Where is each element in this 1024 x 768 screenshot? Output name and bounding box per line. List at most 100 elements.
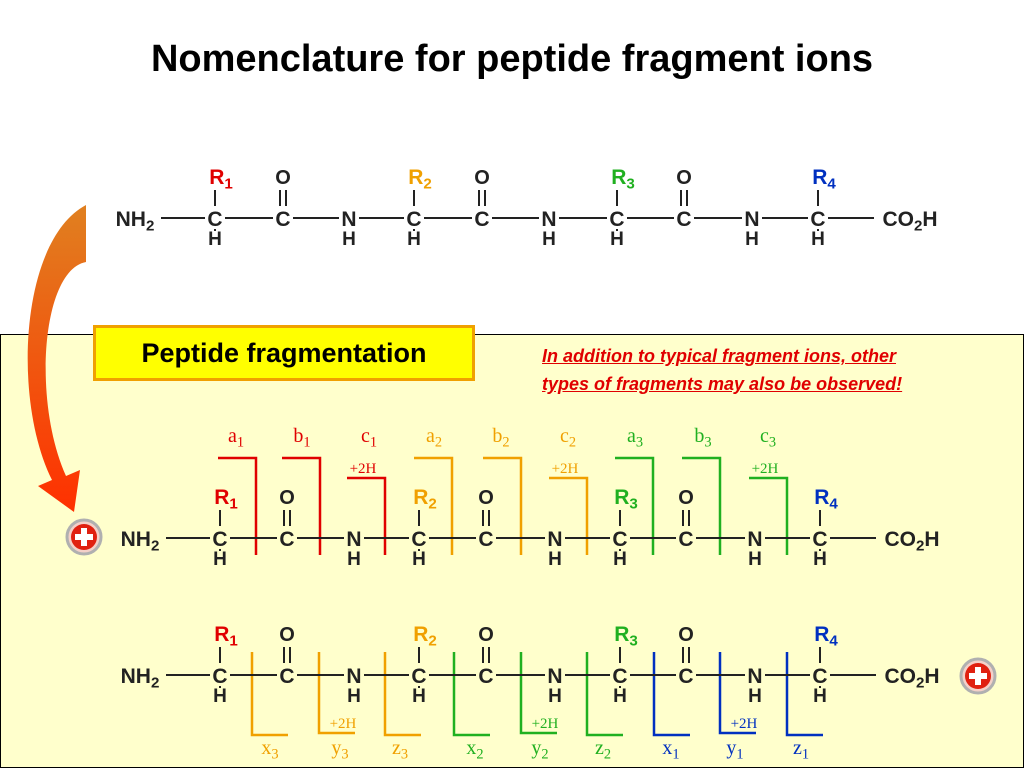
alpha-hydrogen-label: H [610,229,624,250]
carbonyl-carbon-label: C [474,208,489,231]
ion-bracket-b2 [483,456,523,555]
ion-label-b3: b3 [694,425,711,450]
amide-hydrogen-label: H [548,549,562,570]
ion-bracket-x2 [452,652,490,737]
alpha-carbon-label: C [612,665,627,688]
plus-circle-icon [65,518,103,556]
carbonyl-oxygen-label: O [478,624,494,646]
fragmentation-panel [0,334,1024,768]
ion-label-a2: a2 [426,425,442,450]
alpha-hydrogen-label: H [208,229,222,250]
note-line-1: In addition to typical fragment ions, ot… [542,346,897,366]
ion-bracket-y1 [718,652,756,735]
alpha-hydrogen-label: H [412,686,426,707]
ion-bracket-a3 [615,456,655,555]
c-terminus-label: CO2H [884,665,939,692]
alpha-hydrogen-label: H [613,686,627,707]
ion-label-x2: x2 [466,737,483,762]
side-chain-r4: R4 [812,166,836,193]
n-terminus-label: NH2 [121,665,160,692]
alpha-hydrogen-label: H [213,686,227,707]
alpha-carbon-label: C [207,208,222,231]
ion-bracket-c1 [347,476,387,555]
ion-bracket-c2 [549,476,589,555]
note-line-2: types of fragments may also be observed! [542,374,903,394]
side-chain-r2: R2 [408,166,432,193]
carbonyl-carbon-label: C [678,665,693,688]
side-chain-r3: R3 [611,166,635,193]
carbonyl-oxygen-label: O [275,167,291,189]
alpha-hydrogen-label: H [407,229,421,250]
side-chain-r4: R4 [814,623,838,650]
carbonyl-oxygen-label: O [279,624,295,646]
alpha-carbon-label: C [812,665,827,688]
ion-bracket-a2 [414,456,454,555]
curved-arrow [27,205,997,695]
ion-label-x3: x3 [261,737,278,762]
carbonyl-oxygen-label: O [474,167,490,189]
alpha-carbon-label: C [810,208,825,231]
n-terminus-label: NH2 [116,208,155,235]
ion-bracket-z1 [785,652,823,737]
ion-label-y3: y3 [331,737,348,762]
carbonyl-carbon-label: C [478,528,493,551]
ion-label-z1: z1 [793,737,809,762]
amide-nitrogen-label: N [346,528,361,551]
carbonyl-oxygen-label: O [678,624,694,646]
carbonyl-carbon-label: C [279,528,294,551]
note-text: In addition to typical fragment ions, ot… [542,342,1012,398]
alpha-carbon-label: C [212,665,227,688]
ion-bracket-z2 [585,652,623,737]
alpha-carbon-label: C [411,665,426,688]
carbonyl-carbon-label: C [275,208,290,231]
side-chain-r3: R3 [614,486,638,513]
plus-circle-icon [959,657,997,695]
ion-label-y1: y1 [726,737,743,762]
carbonyl-carbon-label: C [676,208,691,231]
n-terminus-label: NH2 [121,528,160,555]
amide-hydrogen-label: H [748,686,762,707]
amide-hydrogen-label: H [748,549,762,570]
alpha-hydrogen-label: H [813,549,827,570]
alpha-hydrogen-label: H [613,549,627,570]
amide-nitrogen-label: N [747,528,762,551]
amide-hydrogen-label: H [347,549,361,570]
side-chain-r1: R1 [214,623,238,650]
amide-nitrogen-label: N [547,528,562,551]
amide-hydrogen-label: H [347,686,361,707]
ion-bracket-c3 [749,476,789,555]
ion-label-a1: a1 [228,425,244,450]
carbonyl-carbon-label: C [678,528,693,551]
alpha-carbon-label: C [406,208,421,231]
plus-2h-label: +2H [752,461,779,477]
amide-hydrogen-label: H [342,229,356,250]
ion-label-c2: c2 [560,425,576,450]
side-chain-r3: R3 [614,623,638,650]
ion-label-c1: c1 [361,425,377,450]
alpha-hydrogen-label: H [813,686,827,707]
alpha-hydrogen-label: H [811,229,825,250]
carbonyl-carbon-label: C [279,665,294,688]
peptide-fragmentation-label: Peptide fragmentation [93,325,475,381]
ion-bracket-a1 [218,456,258,555]
alpha-hydrogen-label: H [412,549,426,570]
amide-nitrogen-label: N [346,665,361,688]
side-chain-r4: R4 [814,486,838,513]
carbonyl-oxygen-label: O [676,167,692,189]
curved-arrow-shape [27,205,86,512]
ion-bracket-b3 [682,456,722,555]
ion-label-b2: b2 [492,425,509,450]
amide-nitrogen-label: N [547,665,562,688]
amide-hydrogen-label: H [548,686,562,707]
page-title: Nomenclature for peptide fragment ions [150,38,874,80]
c-terminus-label: CO2H [882,208,937,235]
ion-label-z2: z2 [595,737,611,762]
ion-label-y2: y2 [531,737,548,762]
amide-nitrogen-label: N [541,208,556,231]
ion-bracket-b1 [282,456,322,555]
side-chain-r1: R1 [209,166,233,193]
carbonyl-oxygen-label: O [279,487,295,509]
